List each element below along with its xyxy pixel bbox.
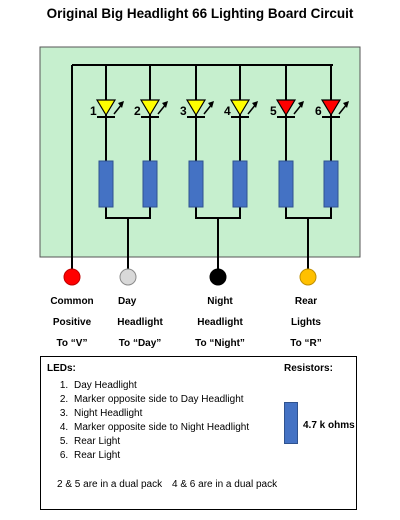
terminal-label-line3: To “Day” xyxy=(118,338,162,349)
resistor-2 xyxy=(142,160,158,208)
led-list-item: Marker opposite side to Night Headlight xyxy=(71,421,249,435)
led-group: 1 2 3 4 5 6 xyxy=(90,99,349,118)
emission-arrow-head xyxy=(162,101,168,108)
led-4: 4 xyxy=(224,99,258,118)
terminal-label-line2: Headlight xyxy=(117,317,163,328)
resistor-5 xyxy=(278,160,294,208)
led-3: 3 xyxy=(180,99,214,118)
terminal-label-line2: Lights xyxy=(291,317,321,328)
led-triangle xyxy=(185,99,207,117)
led-number: 4 xyxy=(224,104,231,118)
terminal-label-line3: To “R” xyxy=(290,338,322,349)
resistor-4 xyxy=(232,160,248,208)
led-list-item: Rear Light xyxy=(71,449,249,463)
legend-resistors-title: Resistors: xyxy=(284,363,333,374)
emission-arrow-head xyxy=(252,101,258,108)
terminal-label-line1: Night xyxy=(207,296,233,307)
resistor-swatch xyxy=(284,402,298,444)
led-2: 2 xyxy=(134,99,168,118)
legend-leds-title: LEDs: xyxy=(47,363,76,374)
led-1: 1 xyxy=(90,99,124,118)
terminal-label-rear: Rear Lights To “R” xyxy=(266,295,346,350)
page-title: Original Big Headlight 66 Lighting Board… xyxy=(46,6,354,21)
resistor-group xyxy=(98,160,339,208)
emission-arrow-head xyxy=(298,101,304,108)
resistor-1 xyxy=(98,160,114,208)
led-list-item: Rear Light xyxy=(71,435,249,449)
terminal-label-night: Night Headlight To “Night” xyxy=(180,295,260,350)
emission-arrow-head xyxy=(343,101,349,108)
terminal-label-line1: Rear xyxy=(294,296,318,307)
terminal-label-line2: Positive xyxy=(52,317,92,328)
led-triangle xyxy=(95,99,117,117)
terminal-label-line2: Headlight xyxy=(197,317,243,328)
terminal-night xyxy=(209,268,227,286)
led-triangle xyxy=(229,99,251,117)
terminal-label-line3: To “Night” xyxy=(195,338,245,349)
led-list-item: Marker opposite side to Day Headlight xyxy=(71,393,249,407)
terminal-label-line1: Common xyxy=(50,296,94,307)
pack-note-a: 2 & 5 are in a dual pack xyxy=(57,479,163,490)
led-number: 6 xyxy=(315,104,322,118)
led-triangle xyxy=(275,99,297,117)
terminal-label-day: Day Headlight To “Day” xyxy=(100,295,180,350)
led-5: 5 xyxy=(270,99,304,118)
legend-box: LEDs: Resistors: Day Headlight Marker op… xyxy=(40,356,357,510)
lighting-board xyxy=(39,46,361,258)
led-number: 5 xyxy=(270,104,277,118)
led-triangle xyxy=(139,99,161,117)
led-list: Day Headlight Marker opposite side to Da… xyxy=(57,379,249,463)
resistor-6 xyxy=(323,160,339,208)
led-6: 6 xyxy=(315,99,349,118)
led-triangle xyxy=(320,99,342,117)
led-list-item: Night Headlight xyxy=(71,407,249,421)
emission-arrow-head xyxy=(118,101,124,108)
pack-note-b: 4 & 6 are in a dual pack xyxy=(172,479,278,490)
resistor-value: 4.7 k ohms xyxy=(303,420,355,431)
terminal-day xyxy=(119,268,137,286)
emission-arrow-head xyxy=(208,101,214,108)
led-list-item: Day Headlight xyxy=(71,379,249,393)
led-number: 2 xyxy=(134,104,141,118)
led-number: 1 xyxy=(90,104,97,118)
terminal-label-line1: Day xyxy=(118,296,137,307)
resistor-3 xyxy=(188,160,204,208)
terminal-rear xyxy=(299,268,317,286)
led-number: 3 xyxy=(180,104,187,118)
terminal-label-line3: To “V” xyxy=(56,338,88,349)
terminal-common xyxy=(63,268,81,286)
terminal-label-common: Common Positive To “V” xyxy=(32,295,112,350)
